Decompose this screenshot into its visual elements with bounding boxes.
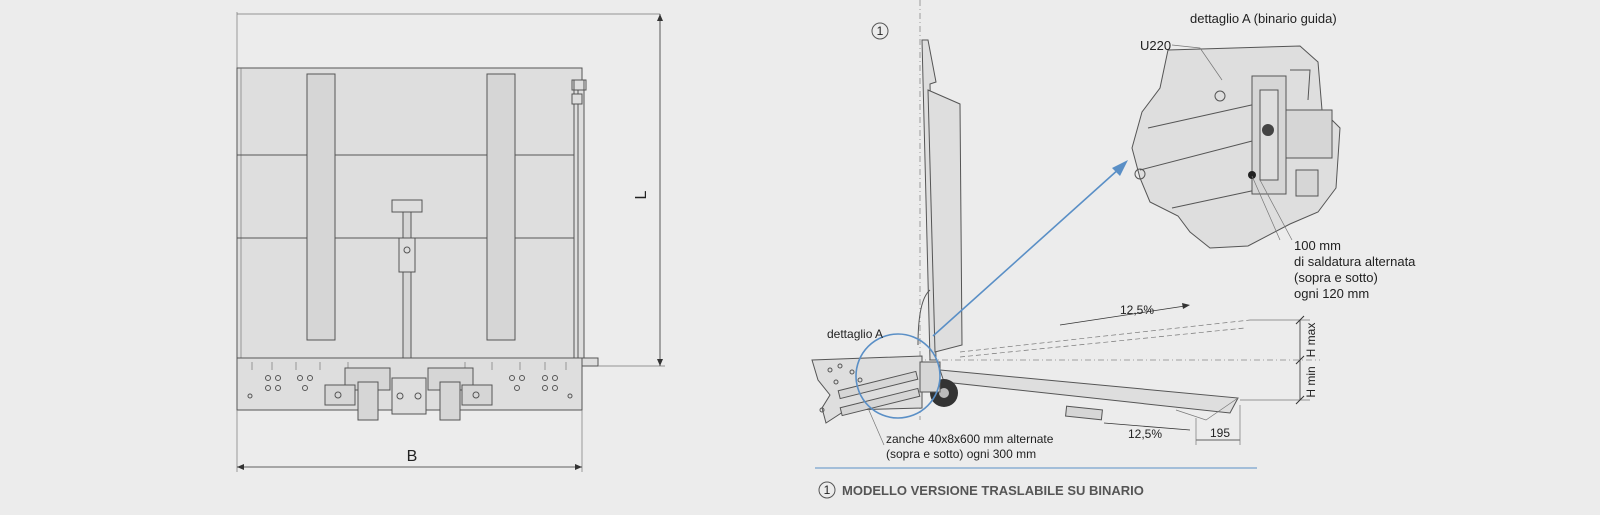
hinge-centre [391, 377, 427, 415]
weld-note-line-1: 100 mm [1294, 238, 1341, 253]
anchor-note-line-2: (sopra e sotto) ogni 300 mm [886, 447, 1036, 461]
h-min-label: H min [1304, 366, 1318, 397]
side-rail [573, 79, 585, 367]
front-view: B L [236, 12, 665, 472]
lip-upright [921, 39, 937, 361]
caption-text: MODELLO VERSIONE TRASLABILE SU BINARIO [842, 483, 1144, 498]
stiffener-right [486, 73, 516, 341]
detail-a-title: dettaglio A (binario guida) [1190, 11, 1337, 26]
weld-note-line-3: (sopra e sotto) [1294, 270, 1378, 285]
detail-arrow [932, 167, 1121, 337]
slope-top-label: 12,5% [1120, 303, 1154, 317]
u220-label: U220 [1140, 38, 1171, 53]
dimension-b-label: B [407, 448, 418, 465]
detail-section [1131, 45, 1341, 249]
marker-number: 1 [877, 24, 884, 38]
side-view: 1 dettaglio A 12,5% [811, 0, 1416, 461]
cylinder-top [391, 199, 423, 213]
stiffener-left [306, 73, 336, 341]
anchor-note-line-1: zanche 40x8x600 mm alternate [886, 432, 1054, 446]
caption-marker-number: 1 [824, 483, 831, 497]
detail-a-enlargement [1131, 44, 1341, 249]
caption-marker-circle [818, 481, 836, 499]
dimension-l-label: L [633, 190, 650, 199]
marker-circle [871, 22, 889, 40]
anchor-lower [839, 387, 921, 417]
weld-note-line-4: ogni 120 mm [1294, 286, 1369, 301]
anchor-upper [837, 370, 919, 400]
weld-note-line-2: di saldatura alternata [1294, 254, 1416, 269]
detail-a-ref-label: dettaglio A [827, 327, 883, 341]
leveller-deck [927, 89, 963, 353]
ramp-lower [939, 369, 1239, 414]
dimension-195-label: 195 [1210, 426, 1230, 440]
h-max-label: H max [1304, 323, 1318, 358]
slope-bottom-label: 12,5% [1128, 427, 1162, 441]
detail-a-circle [855, 333, 941, 419]
